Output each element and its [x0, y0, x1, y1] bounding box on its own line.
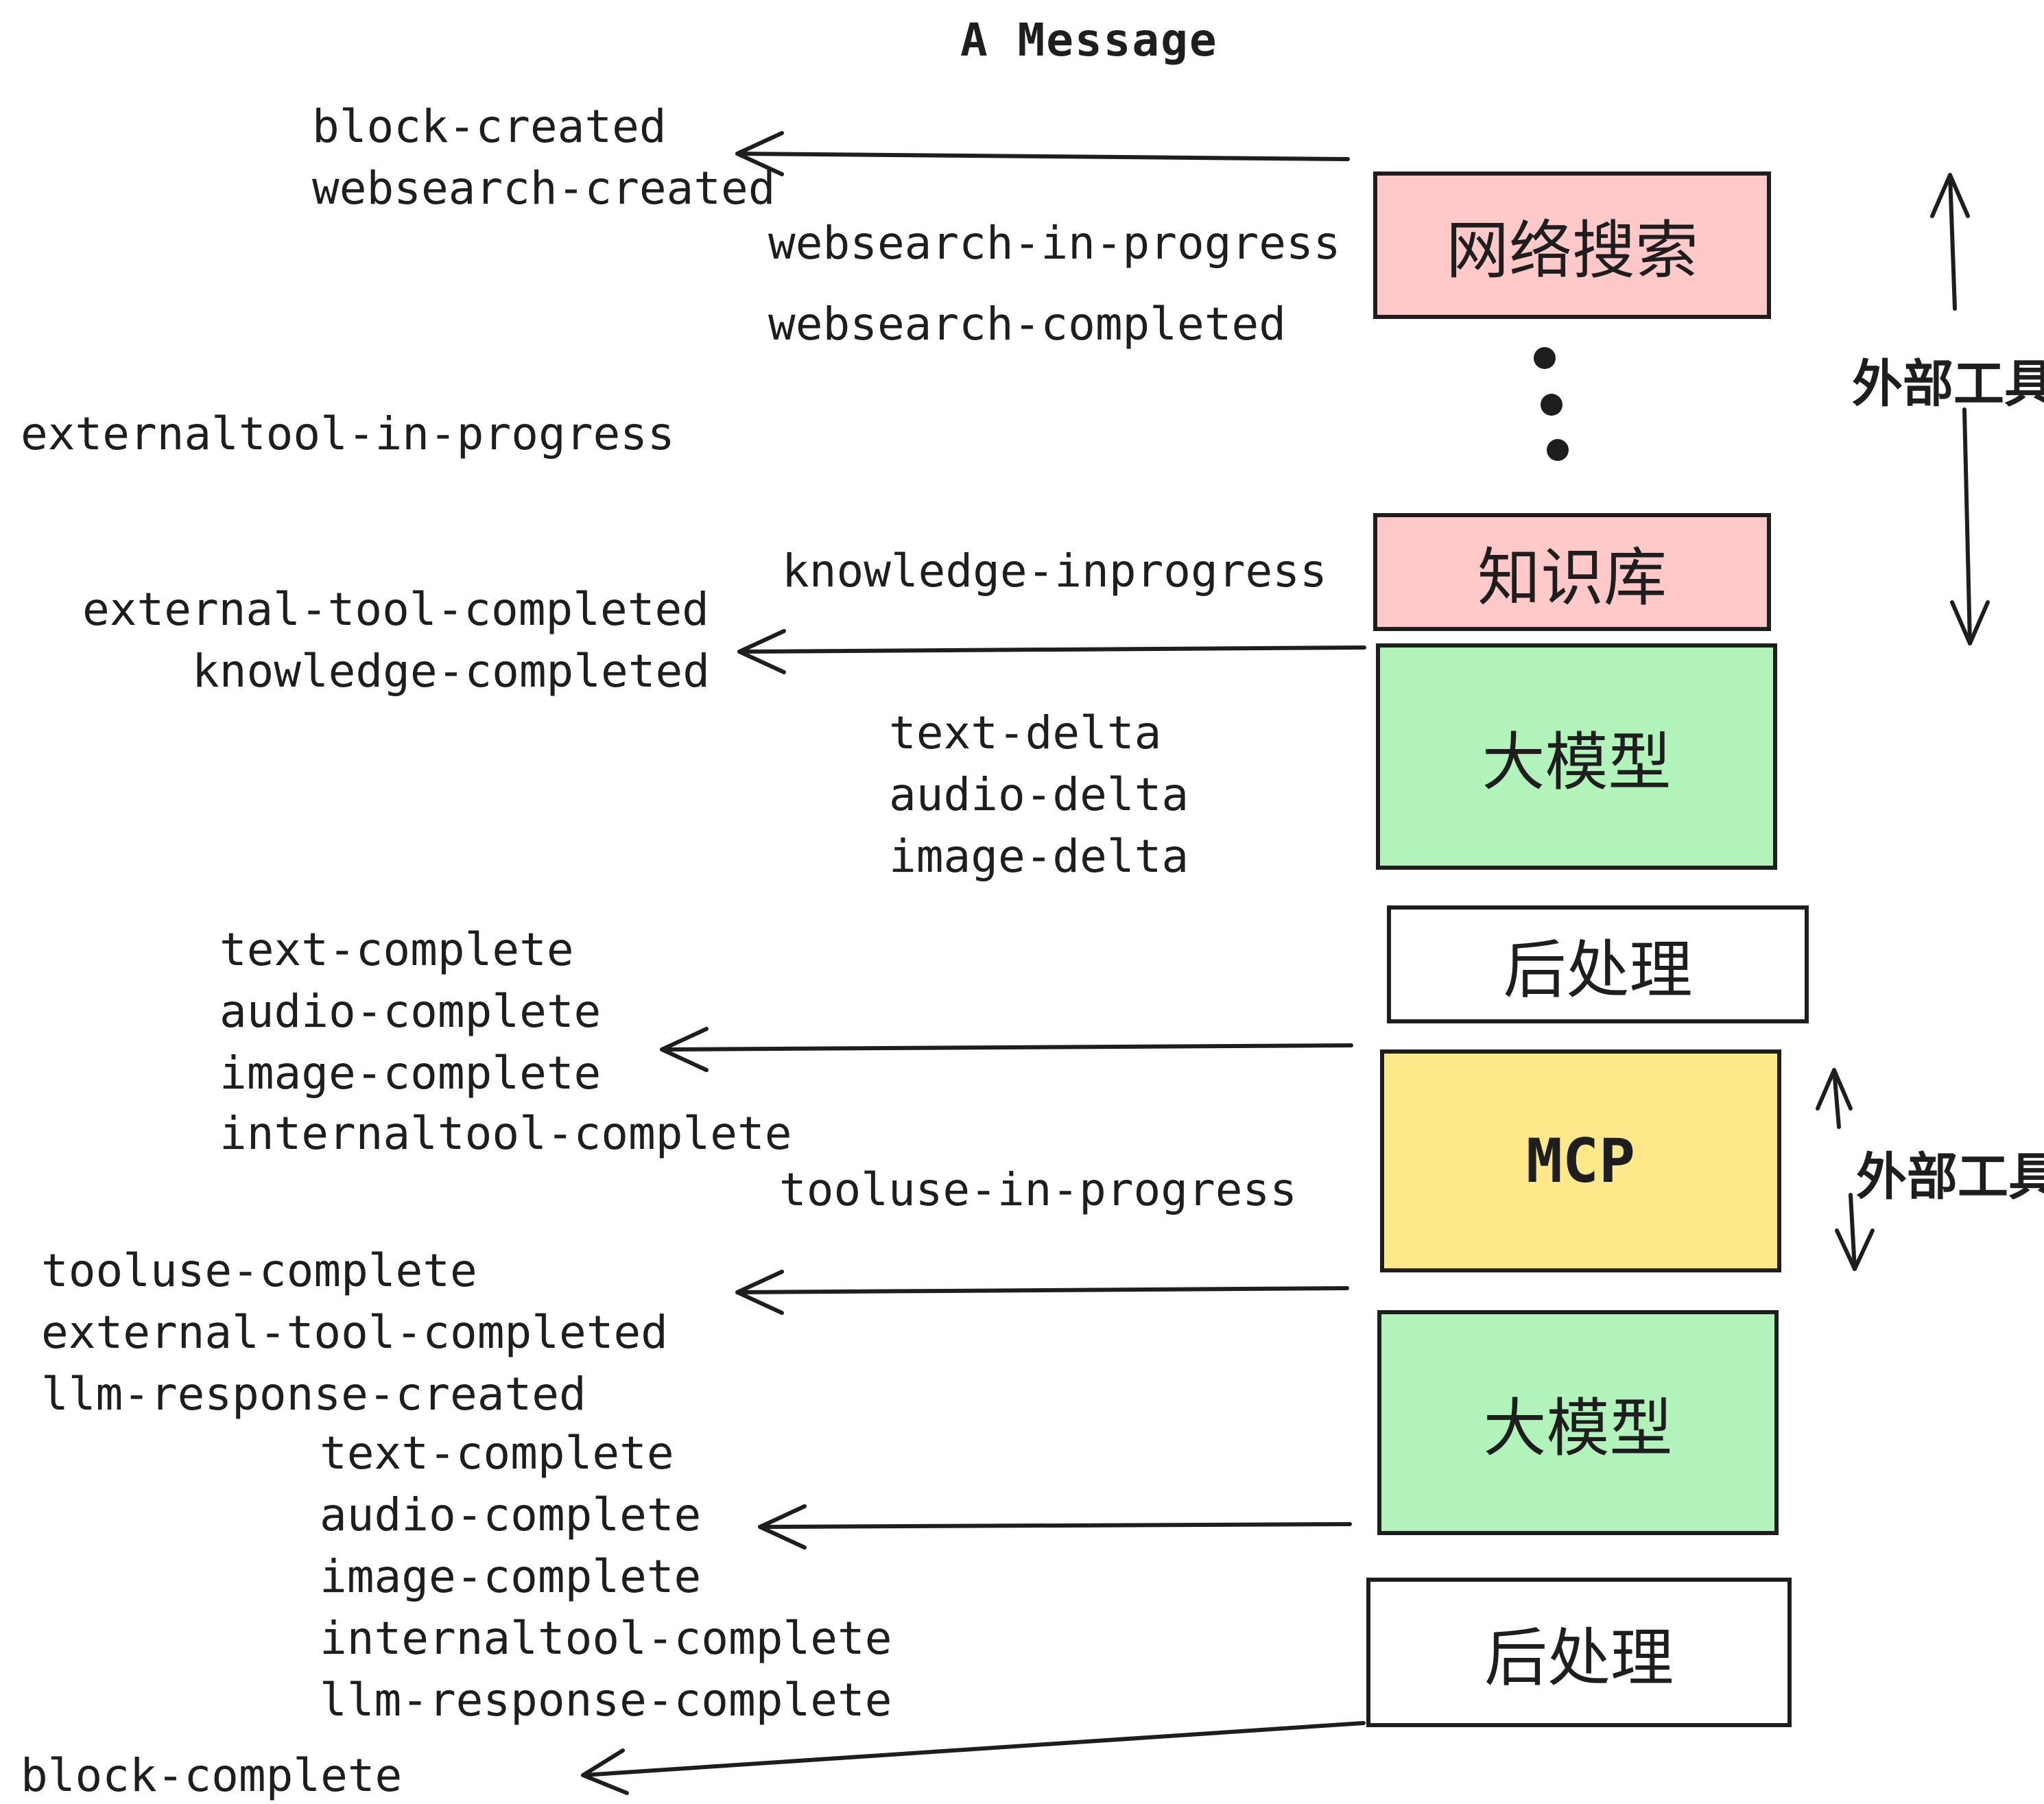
box-llm-1-label: 大模型 — [1482, 725, 1672, 799]
box-llm-2-label: 大模型 — [1483, 1391, 1673, 1465]
box-knowledge: 知识库 — [1373, 513, 1771, 631]
event-tooluse-complete: tooluse-complete — [41, 1244, 477, 1297]
vertical-ellipsis-icon — [1534, 347, 1569, 461]
event-knowledge-inprogress: knowledge-inprogress — [782, 545, 1327, 597]
box-postprocess-1: 后处理 — [1387, 905, 1809, 1023]
box-postprocess-2-label: 后处理 — [1484, 1621, 1674, 1695]
box-postprocess-1-label: 后处理 — [1503, 933, 1693, 1007]
event-external-tool-completed-2: external-tool-completed — [41, 1306, 668, 1359]
arrow-to-tooluse-complete-icon — [735, 1270, 1349, 1315]
arrow-external-tools-up-icon — [1930, 173, 1970, 311]
box-websearch: 网络搜索 — [1373, 171, 1771, 319]
event-llm-response-complete: llm-response-complete — [320, 1674, 892, 1726]
event-websearch-created: websearch-created — [312, 162, 776, 215]
box-llm-2: 大模型 — [1377, 1310, 1779, 1535]
event-image-complete-2: image-complete — [320, 1550, 702, 1603]
box-mcp-label: MCP — [1526, 1126, 1635, 1196]
side-label-external-tools-top: 外部工具 — [1852, 355, 2044, 414]
arrow-external-tools-up-2-icon — [1816, 1068, 1853, 1129]
event-external-tool-completed: external-tool-completed — [82, 583, 709, 636]
arrow-to-knowledge-completed-icon — [737, 629, 1366, 674]
event-audio-complete: audio-complete — [219, 985, 602, 1038]
box-websearch-label: 网络搜索 — [1445, 214, 1698, 287]
event-text-complete: text-complete — [219, 923, 574, 976]
box-llm-1: 大模型 — [1376, 643, 1777, 870]
event-block-created: block-created — [312, 100, 667, 153]
event-text-complete-2: text-complete — [320, 1427, 674, 1480]
arrow-to-image-complete-icon — [660, 1027, 1353, 1072]
event-knowledge-completed: knowledge-completed — [192, 645, 710, 698]
arrow-to-audio-complete-icon — [758, 1504, 1352, 1550]
arrow-to-websearch-created-icon — [735, 131, 1350, 176]
event-websearch-completed: websearch-completed — [768, 298, 1286, 351]
box-postprocess-2: 后处理 — [1366, 1578, 1792, 1727]
event-tooluse-in-progress: tooluse-in-progress — [779, 1163, 1297, 1216]
page-title: A Message — [960, 14, 1218, 67]
event-internaltool-complete-2: internaltool-complete — [320, 1612, 892, 1665]
event-websearch-in-progress: websearch-in-progress — [768, 217, 1341, 270]
event-llm-response-created: llm-response-created — [41, 1368, 586, 1421]
event-audio-complete-2: audio-complete — [320, 1488, 702, 1541]
event-image-delta: image-delta — [889, 830, 1189, 883]
event-text-delta: text-delta — [889, 707, 1162, 759]
box-knowledge-label: 知识库 — [1477, 541, 1667, 615]
side-label-external-tools-bottom: 外部工具 — [1856, 1148, 2044, 1207]
event-block-complete: block-complete — [21, 1749, 403, 1802]
event-internaltool-complete: internaltool-complete — [219, 1107, 792, 1160]
event-audio-delta: audio-delta — [889, 768, 1189, 821]
event-image-complete: image-complete — [219, 1047, 602, 1100]
arrow-to-block-complete-icon — [581, 1721, 1366, 1795]
box-mcp: MCP — [1380, 1049, 1781, 1272]
arrow-external-tools-down-icon — [1950, 407, 1990, 645]
event-externaltool-in-progress: externaltool-in-progress — [21, 407, 675, 460]
